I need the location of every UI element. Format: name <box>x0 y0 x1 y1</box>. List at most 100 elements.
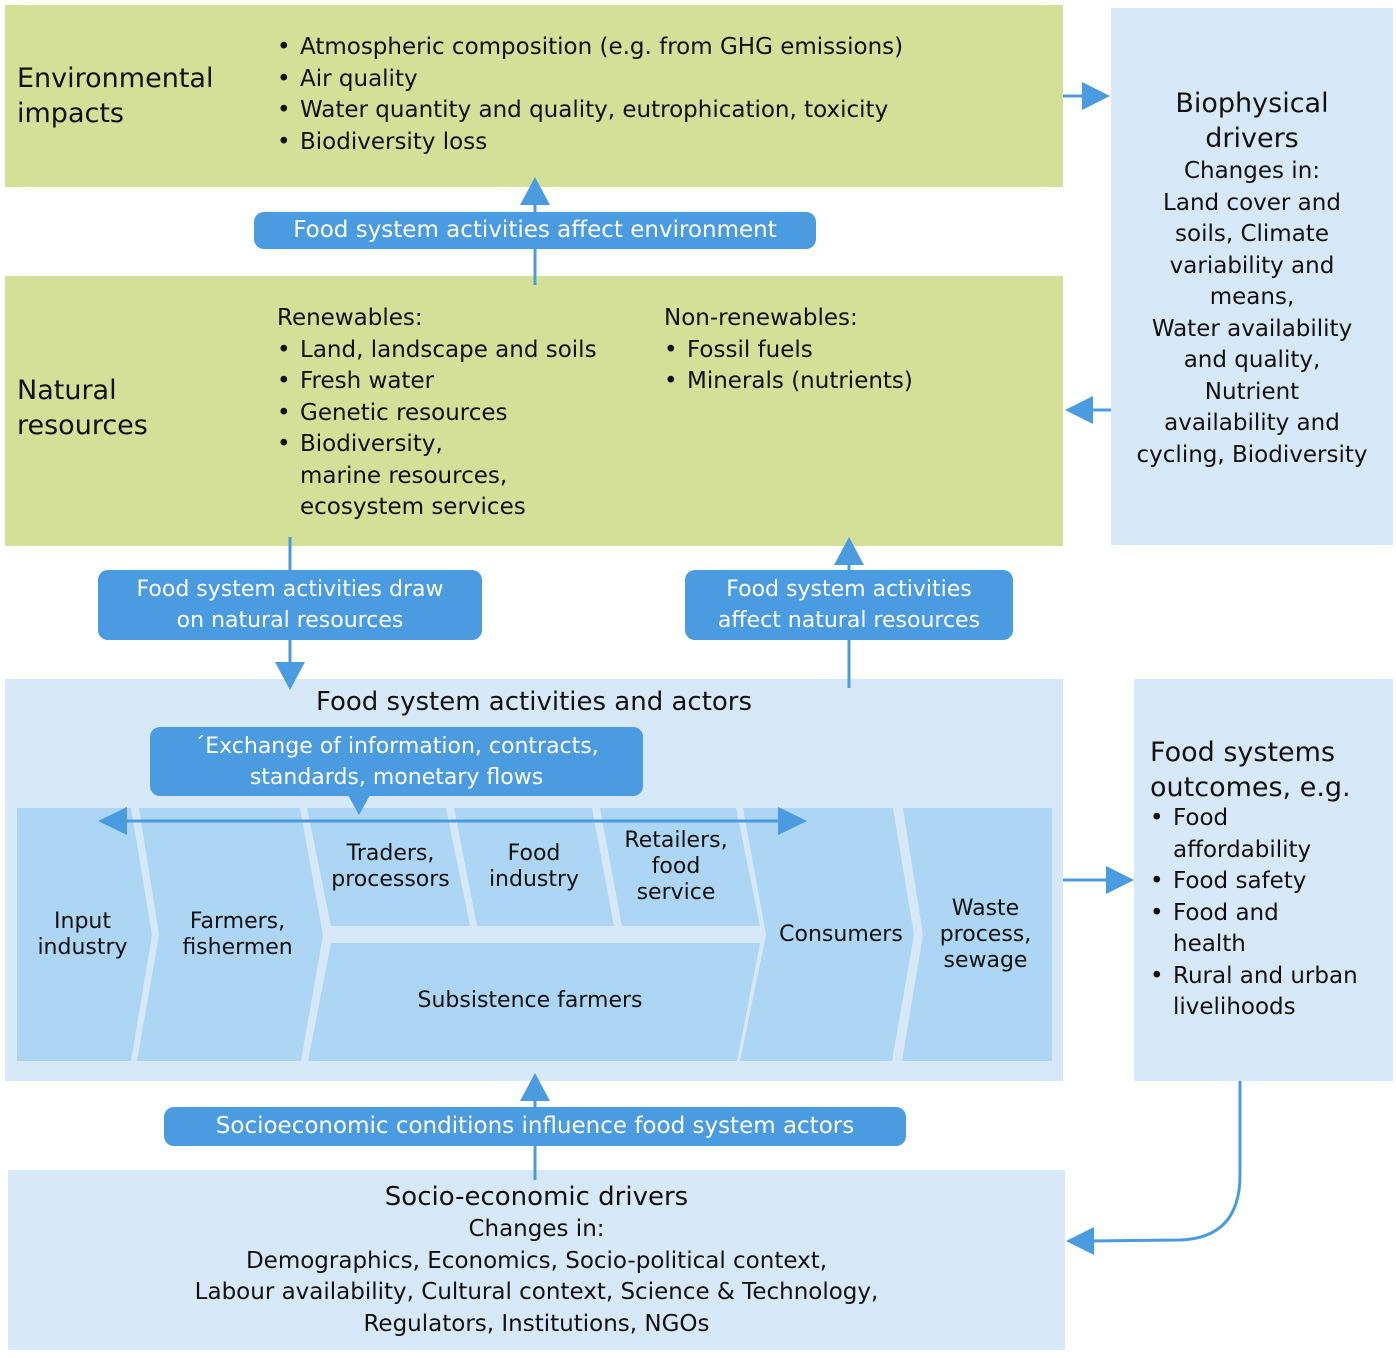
renewables-list: Land, landscape and soils Fresh water Ge… <box>277 335 597 461</box>
title-line: Biophysical <box>1175 88 1329 119</box>
actor-food-industry: Food industry <box>465 841 603 893</box>
title-line: Environmental <box>17 63 214 94</box>
list-item: Minerals (nutrients) <box>664 366 913 398</box>
food-outcomes-panel: Food systems outcomes, e.g. Food affordab… <box>1134 679 1393 1081</box>
actor-label-line: Consumers <box>779 922 903 947</box>
list-item: Biodiversity, <box>277 429 597 461</box>
biophysical-drivers-title: Biophysical drivers <box>1111 86 1393 156</box>
list-item: Food affordability <box>1150 803 1393 866</box>
label-text: Food system activities draw <box>136 577 444 602</box>
body-line: and quality, <box>1183 347 1321 373</box>
actor-label-line: sewage <box>943 948 1028 973</box>
actor-label-line: Waste <box>951 896 1020 921</box>
title-line: drivers <box>1205 123 1299 154</box>
label-text: Food system activities <box>726 577 972 602</box>
label-affect-resources: Food system activities affect natural re… <box>685 570 1013 640</box>
actor-label-line: Food <box>507 841 561 866</box>
renewables-heading: Renewables: <box>277 305 423 331</box>
list-item: Genetic resources <box>277 398 597 430</box>
body-line: Land cover and <box>1163 189 1341 216</box>
item-line: affordability <box>1173 836 1312 863</box>
body-line: soils, Climate <box>1175 221 1329 247</box>
natural-resources-panel: Natural resources Renewables: Land, land… <box>5 276 1063 546</box>
biophysical-drivers-panel: Biophysical drivers Changes in: Land cov… <box>1111 8 1393 545</box>
arrowhead-left-icon <box>1066 1227 1094 1255</box>
actor-label-line: industry <box>37 935 128 960</box>
title-line: outcomes, e.g. <box>1150 772 1351 803</box>
item-line: health <box>1173 931 1246 957</box>
item-line: Food safety <box>1173 868 1307 894</box>
label-affect-environment: Food system activities affect environmen… <box>254 212 816 249</box>
title-line: Natural <box>17 375 117 406</box>
list-item: Land, landscape and soils <box>277 335 597 367</box>
environmental-impacts-title: Environmental impacts <box>17 61 213 131</box>
actor-subsistence-farmers: Subsistence farmers <box>330 988 730 1014</box>
arrow-line-outcomes-to-socioeconomic <box>1089 1081 1242 1243</box>
actor-retailers: Retailers, food service <box>608 828 744 906</box>
list-item-continuation: marine resources, <box>300 462 508 489</box>
arrowhead-right-icon <box>1106 866 1134 894</box>
actor-label-line: Input <box>54 909 111 934</box>
body-line: means, <box>1209 284 1295 310</box>
socioeconomic-drivers-body: Changes in: Demographics, Economics, Soc… <box>8 1214 1065 1340</box>
body-line: Labour availability, Cultural context, S… <box>194 1279 879 1305</box>
label-text: Socioeconomic conditions influence food … <box>215 1113 855 1139</box>
body-line: cycling, Biodiversity <box>1136 441 1368 468</box>
socioeconomic-drivers-panel: Socio-economic drivers Changes in: Demog… <box>8 1170 1065 1350</box>
item-line: Rural and urban <box>1173 962 1358 989</box>
list-item: Atmospheric composition (e.g. from GHG e… <box>277 32 903 64</box>
label-text: ´Exchange of information, contracts, <box>194 733 599 759</box>
list-item: Air quality <box>277 64 903 96</box>
actor-label-line: process, <box>939 922 1032 947</box>
actor-label-line: industry <box>488 867 580 892</box>
nonrenewables-section: Non-renewables: Fossil fuels Minerals (n… <box>664 303 913 398</box>
list-item-continuation: ecosystem services <box>300 494 526 520</box>
arrowhead-left-icon <box>1065 396 1093 424</box>
label-exchange-flows: ´Exchange of information, contracts, sta… <box>150 727 643 796</box>
actor-label-line: processors <box>331 867 450 892</box>
list-item: Food safety <box>1150 866 1393 898</box>
actor-label-line: Retailers, <box>624 828 728 853</box>
renewables-continuation: marine resources, ecosystem services <box>277 461 597 524</box>
body-line: Demographics, Economics, Socio-political… <box>245 1247 828 1274</box>
nonrenewables-list: Fossil fuels Minerals (nutrients) <box>664 335 913 398</box>
natural-resources-title: Natural resources <box>17 373 148 443</box>
biophysical-drivers-body: Changes in: Land cover and soils, Climat… <box>1111 156 1393 471</box>
actor-label-line: Subsistence farmers <box>417 988 643 1013</box>
actor-traders: Traders, processors <box>318 841 463 893</box>
actor-consumers: Consumers <box>762 922 920 948</box>
actor-input-industry: Input industry <box>20 909 145 961</box>
list-item: Fossil fuels <box>664 335 913 367</box>
subtitle: Changes in: <box>468 1216 605 1242</box>
list-item: Fresh water <box>277 366 597 398</box>
actor-label-line: service <box>636 880 716 905</box>
socioeconomic-drivers-title: Socio-economic drivers <box>384 1182 689 1212</box>
body-line: Nutrient <box>1204 378 1300 405</box>
actor-label-line: food <box>651 854 701 879</box>
label-draw-on-resources: Food system activities draw on natural r… <box>98 570 482 640</box>
label-socioeconomic-influence: Socioeconomic conditions influence food … <box>164 1107 906 1146</box>
body-line: variability and <box>1169 252 1335 279</box>
actor-farmers: Farmers, fishermen <box>160 909 315 961</box>
actor-label-line: Traders, <box>346 841 435 866</box>
food-outcomes-list: Food affordability Food safety Food and he… <box>1150 803 1393 1024</box>
list-item: Biodiversity loss <box>277 127 903 159</box>
body-line: Water availability <box>1151 315 1353 342</box>
label-text: affect natural resources <box>717 608 981 633</box>
title-line: impacts <box>17 98 124 129</box>
label-text: Food system activities affect environmen… <box>293 217 777 243</box>
actor-waste: Waste process, sewage <box>918 896 1053 974</box>
list-item: Food and health <box>1150 898 1393 961</box>
nonrenewables-heading: Non-renewables: <box>664 305 858 331</box>
actor-label-line: fishermen <box>182 935 293 960</box>
body-line: availability and <box>1164 410 1340 436</box>
environmental-impacts-list: Atmospheric composition (e.g. from GHG e… <box>277 32 903 158</box>
renewables-section: Renewables: Land, landscape and soils Fr… <box>277 303 597 524</box>
subtitle: Changes in: <box>1183 158 1321 184</box>
food-outcomes-title: Food systems outcomes, e.g. <box>1150 735 1393 805</box>
item-line: Food and <box>1173 899 1279 926</box>
actor-label-line: Farmers, <box>189 909 286 934</box>
item-line: Food <box>1173 805 1229 831</box>
environmental-impacts-panel: Environmental impacts Atmospheric compos… <box>5 5 1063 187</box>
